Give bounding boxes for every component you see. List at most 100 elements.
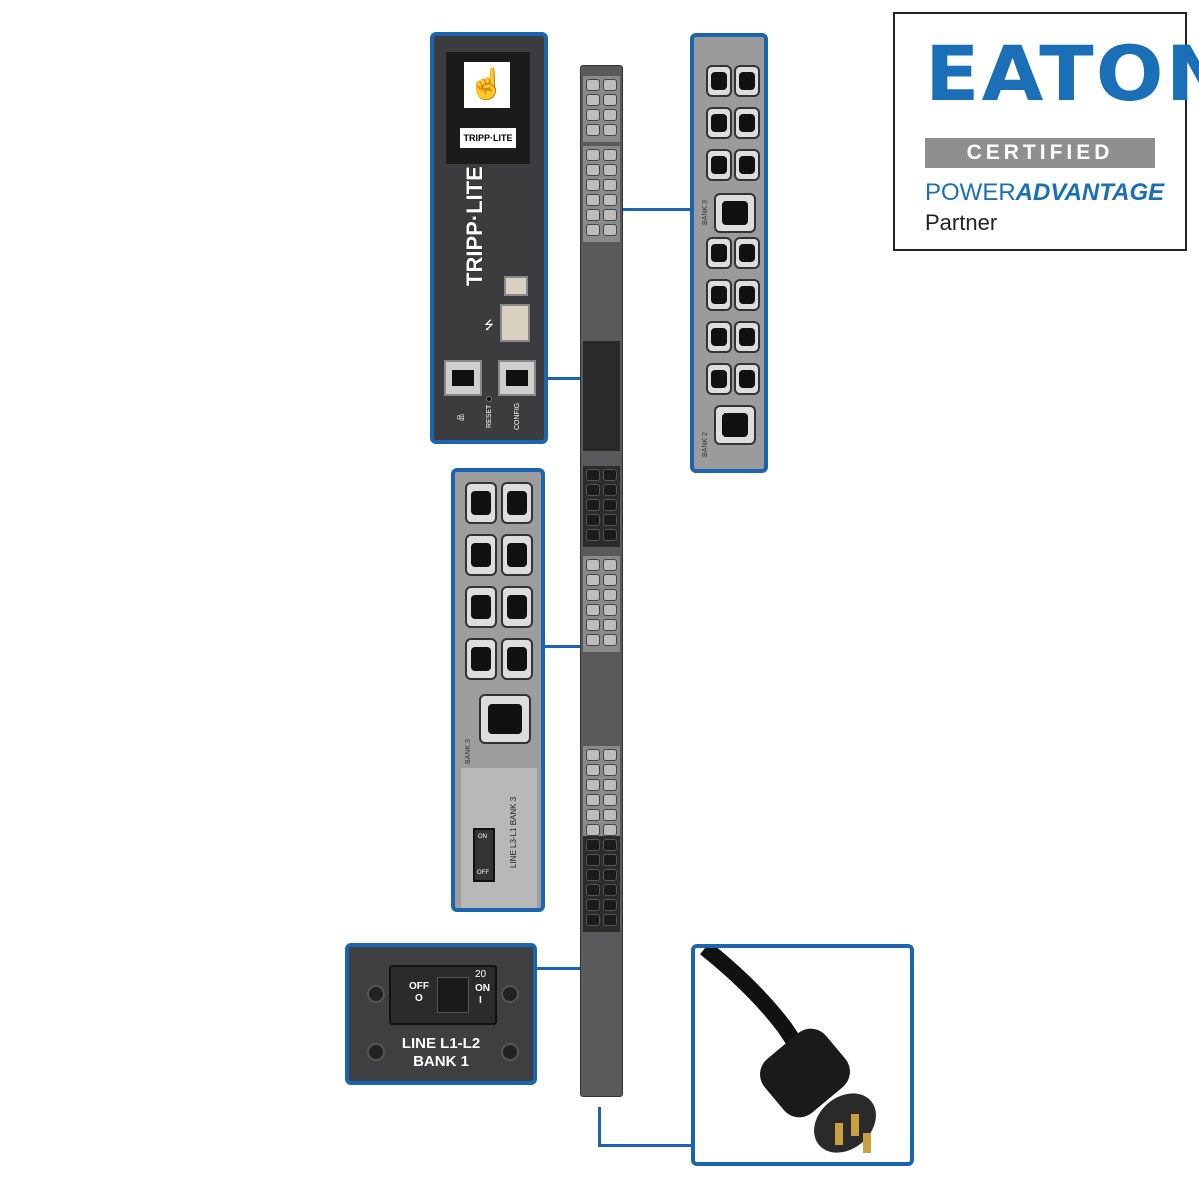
certified-banner: CERTIFIED xyxy=(925,138,1155,168)
outlet xyxy=(603,854,617,866)
outlet xyxy=(465,586,497,628)
outlet xyxy=(603,109,617,121)
outlet xyxy=(603,499,617,511)
outlet xyxy=(586,914,600,926)
bank-2-label: BANK 2 xyxy=(702,432,709,457)
outlet xyxy=(586,209,600,221)
outlet-section xyxy=(583,76,620,142)
bank-label: BANK 1 xyxy=(413,1053,469,1070)
bank-3-label: BANK 3 xyxy=(702,200,709,225)
circuit-breaker-switch[interactable]: ON OFF xyxy=(473,828,495,882)
outlet xyxy=(603,224,617,236)
outlet xyxy=(586,484,600,496)
control-module xyxy=(583,341,620,451)
outlet xyxy=(501,586,533,628)
outlet xyxy=(586,574,600,586)
outlet xyxy=(714,193,756,233)
outlet xyxy=(706,65,732,97)
line-label: LINE L1-L2 xyxy=(401,1035,481,1052)
outlet xyxy=(734,65,760,97)
outlet xyxy=(734,107,760,139)
outlet xyxy=(586,604,600,616)
screw-icon xyxy=(367,985,385,1003)
outlet xyxy=(586,124,600,136)
outlet xyxy=(586,194,600,206)
outlet xyxy=(734,363,760,395)
outlet xyxy=(603,764,617,776)
circuit-breaker[interactable]: OFF O 20 ON I xyxy=(389,965,497,1025)
outlet xyxy=(706,279,732,311)
power-advantage-text: POWERADVANTAGE xyxy=(925,179,1164,207)
breaker-toggle[interactable] xyxy=(437,977,469,1013)
outlet xyxy=(603,484,617,496)
outlet xyxy=(603,209,617,221)
breaker-area: ON OFF LINE L3-L1 BANK 3 xyxy=(461,768,537,908)
network-port[interactable] xyxy=(444,360,482,396)
outlet xyxy=(586,514,600,526)
outlet xyxy=(586,94,600,106)
outlet xyxy=(586,779,600,791)
on-label: ON xyxy=(475,983,490,994)
reset-label: RESET xyxy=(486,404,493,428)
outlet xyxy=(586,164,600,176)
outlet xyxy=(734,321,760,353)
outlet xyxy=(603,809,617,821)
outlet xyxy=(706,149,732,181)
outlet xyxy=(586,529,600,541)
outlet xyxy=(603,794,617,806)
usb-b-port[interactable] xyxy=(504,276,528,296)
off-label: OFF xyxy=(409,981,429,992)
connector-line xyxy=(623,208,690,211)
touch-hand-icon: ☝ xyxy=(464,62,510,108)
outlet xyxy=(603,589,617,601)
outlet xyxy=(603,469,617,481)
off-label: OFF xyxy=(477,870,489,876)
control-panel-closeup: ☝ TRIPP·LITE TRIPP·LITE ⭍ 品 RESET CONFIG xyxy=(430,32,548,444)
rating-label: 20 xyxy=(475,969,487,980)
outlet xyxy=(586,589,600,601)
outlet-panel-bank-3: BANK 3 ON OFF LINE L3-L1 BANK 3 xyxy=(451,468,545,912)
outlet xyxy=(603,884,617,896)
network-icon: 品 xyxy=(458,414,465,421)
outlet xyxy=(586,79,600,91)
outlet xyxy=(586,824,600,836)
outlet xyxy=(586,884,600,896)
outlet-section xyxy=(583,746,620,842)
outlet xyxy=(586,559,600,571)
outlet xyxy=(586,179,600,191)
outlet-section xyxy=(583,556,620,652)
outlet xyxy=(586,749,600,761)
reset-button[interactable] xyxy=(486,396,492,402)
outlet xyxy=(603,179,617,191)
outlet xyxy=(706,237,732,269)
outlet xyxy=(465,638,497,680)
power-text: POWER xyxy=(925,179,1016,206)
outlet xyxy=(501,534,533,576)
config-port[interactable] xyxy=(498,360,536,396)
outlet xyxy=(603,574,617,586)
screw-icon xyxy=(367,1043,385,1061)
outlet xyxy=(586,854,600,866)
outlet xyxy=(603,634,617,646)
outlet-section xyxy=(583,466,620,547)
screw-icon xyxy=(501,1043,519,1061)
outlet xyxy=(465,534,497,576)
outlet xyxy=(603,604,617,616)
outlet xyxy=(501,638,533,680)
outlet xyxy=(603,899,617,911)
connector-line xyxy=(548,377,582,380)
outlet xyxy=(586,619,600,631)
usb-a-ports[interactable] xyxy=(500,304,530,342)
eaton-certified-logo: EATON CERTIFIED POWERADVANTAGE Partner xyxy=(893,12,1199,251)
connector-line xyxy=(537,967,582,970)
partner-text: Partner xyxy=(925,210,998,235)
outlet xyxy=(465,482,497,524)
outlet xyxy=(603,749,617,761)
outlet xyxy=(501,482,533,524)
outlet xyxy=(603,779,617,791)
tripp-lite-logo: TRIPP·LITE xyxy=(462,166,487,286)
outlet xyxy=(586,224,600,236)
outlet xyxy=(586,149,600,161)
connector-line xyxy=(598,1107,601,1147)
outlet xyxy=(603,914,617,926)
